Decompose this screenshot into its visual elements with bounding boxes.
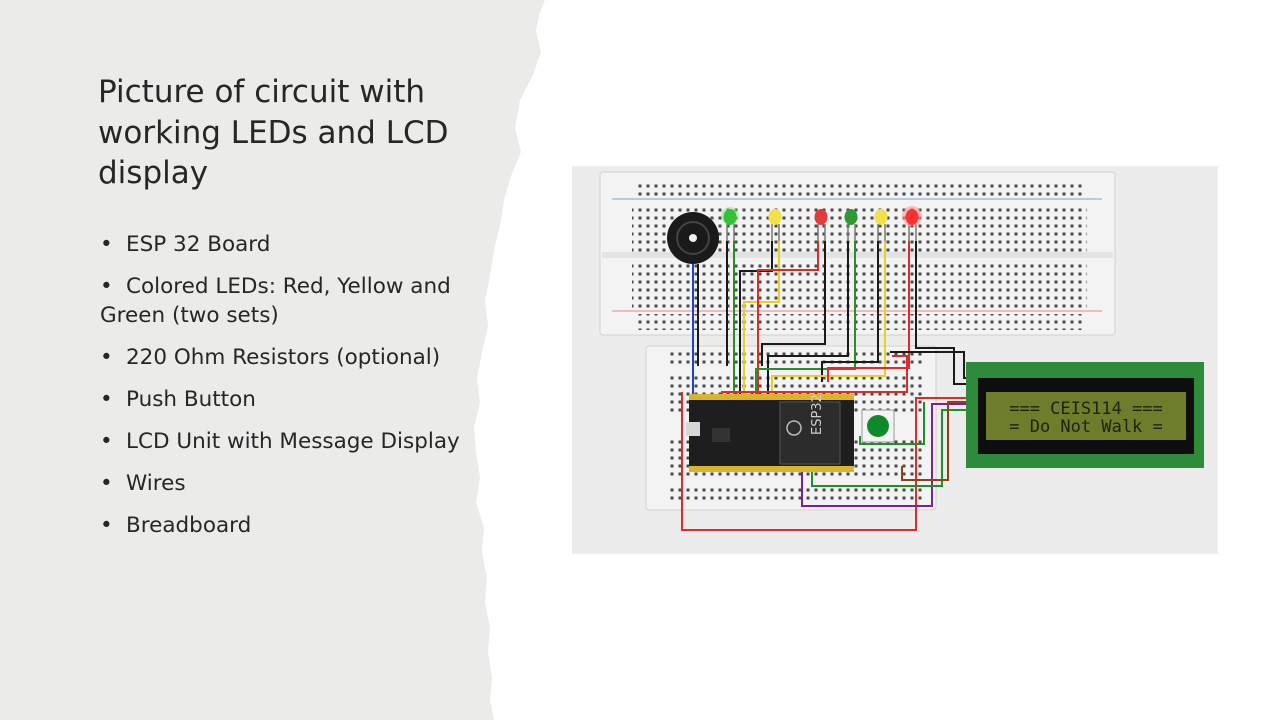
led-green-1 <box>721 207 739 241</box>
bullet-text: Wires <box>126 471 186 496</box>
bullet-item: •220 Ohm Resistors (optional) <box>100 345 441 370</box>
lcd-line-1: === CEIS114 === <box>1009 399 1163 419</box>
esp32-label: ESP32 <box>810 394 825 435</box>
bullet-item: •Wires <box>100 471 186 496</box>
lcd-line-2: = Do Not Walk = <box>1009 417 1163 437</box>
bullet-text: Colored LEDs: Red, Yellow and Green (two… <box>100 274 451 328</box>
esp32-board: ESP32 <box>686 394 854 472</box>
lcd-module: === CEIS114 === = Do Not Walk = <box>966 362 1204 468</box>
wires <box>681 241 980 531</box>
led-yellow-1 <box>768 209 782 241</box>
bullet-text: Push Button <box>126 387 256 412</box>
bullet-item: •Colored LEDs: Red, Yellow and Green (tw… <box>100 274 451 328</box>
bullet-text: LCD Unit with Message Display <box>126 429 460 454</box>
led-red-2 <box>902 206 922 241</box>
bullet-list: •ESP 32 Board •Colored LEDs: Red, Yellow… <box>98 230 478 553</box>
bullet-text: Breadboard <box>126 513 252 538</box>
slide-title: Picture of circuit with working LEDs and… <box>98 74 449 191</box>
led-green-2 <box>844 209 858 241</box>
bullet-item: •Breadboard <box>100 513 252 538</box>
bullet-text: ESP 32 Board <box>126 232 271 257</box>
buzzer <box>667 212 719 264</box>
led-red-1 <box>814 209 828 241</box>
push-button <box>861 409 895 443</box>
bullet-item: •Push Button <box>100 387 256 412</box>
led-yellow-2 <box>874 209 888 241</box>
bullet-item: •ESP 32 Board <box>100 232 271 257</box>
bullet-text: 220 Ohm Resistors (optional) <box>126 345 441 370</box>
bullet-item: •LCD Unit with Message Display <box>100 429 460 454</box>
circuit-image: ESP32 === CEIS114 === = Do Not Walk = <box>572 166 1218 554</box>
